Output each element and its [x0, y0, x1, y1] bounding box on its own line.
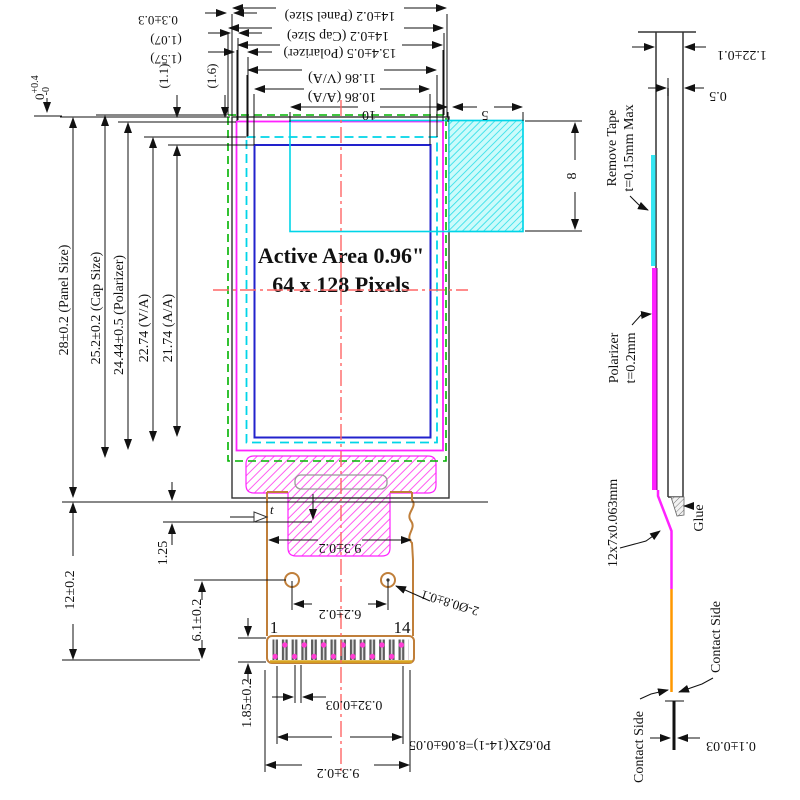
- pin-number-1: 1: [270, 618, 279, 637]
- side-remove-tape-strip: [651, 155, 656, 266]
- dim-pin-width: 0.32±0.03: [326, 697, 383, 712]
- dim-ref-gap-4: (1.6): [204, 64, 219, 89]
- contact-side-right-label: Contact Side: [709, 601, 724, 673]
- dim-hole-to-edge: 6.1±0.2: [190, 599, 205, 642]
- remove-tape-line2: t=0.15mm Max: [622, 104, 637, 191]
- side-view: 1.22±0.1 0.5 0.1±0.03 Remove Tape t=0.15…: [605, 31, 767, 783]
- pin-number-14: 14: [394, 618, 412, 637]
- polarizer-line2: t=0.2mm: [624, 332, 639, 383]
- dim-panel-height: 28±0.2 (Panel Size): [57, 244, 72, 355]
- aa-outline-rect: [253, 144, 432, 439]
- tab-height-dimension: [525, 120, 582, 232]
- side-glass-section: [638, 31, 696, 498]
- dim-flex-width-top: 9.3±0.2: [319, 540, 362, 555]
- dim-thickness-ref: t: [270, 502, 274, 517]
- dim-aa-width: 10.86 (A/A): [307, 89, 376, 104]
- dim-polarizer-width: 13.4±0.5 (Polarizer): [283, 45, 396, 60]
- dim-ref-gap-1: (1.07): [150, 33, 181, 48]
- top-dimension-labels: 14±0.2 (Panel Size) 14±0.2 (Cap Size) 13…: [30, 8, 489, 122]
- tape-size-label: 12x7x0.063mm: [606, 479, 621, 567]
- dim-panel-width: 14±0.2 (Panel Size): [284, 8, 395, 23]
- side-polarizer-strip: [652, 268, 657, 490]
- dim-edge-offset: 0.3±0.3: [138, 13, 178, 28]
- dim-cap-height: 25.2±0.2 (Cap Size): [89, 251, 104, 364]
- dim-flex-length: 12±0.2: [63, 570, 78, 609]
- dim-thickness-total: 1.22±0.1: [717, 47, 767, 62]
- dim-pin-height: 1.85±0.2: [240, 678, 255, 728]
- dim-va-width: 11.86 (V/A): [308, 70, 376, 85]
- contact-side-left-label: Contact Side: [632, 711, 647, 783]
- front-view: Active Area 0.96" 64 x 128 Pixels 14±0.2…: [30, 3, 582, 780]
- dim-glass-thickness: 0.5: [709, 88, 727, 103]
- dim-tape-width: 10: [362, 107, 376, 122]
- bottom-dimension-lines: [264, 536, 431, 772]
- dim-ref-gap-2: (1.57): [150, 52, 181, 67]
- mount-hole-right-center: [386, 578, 390, 582]
- dim-ledge: 1.25: [156, 541, 171, 566]
- side-glue-hatch: [670, 496, 685, 517]
- remove-tape-label: Remove Tape t=0.15mm Max: [605, 104, 637, 191]
- dim-polarizer-height: 24.44±0.5 (Polarizer): [112, 255, 127, 375]
- dim-top-offset: 0+0.4-0: [30, 75, 52, 100]
- tape-outline-rect: [289, 119, 524, 233]
- polarizer-label: Polarizer t=0.2mm: [607, 332, 639, 383]
- dim-aa-height: 21.74 (A/A): [161, 293, 176, 362]
- side-flex-magenta: [656, 490, 673, 589]
- thickness-ref-arrow: [253, 511, 269, 523]
- top-dimension-lines: [34, 3, 524, 145]
- polarizer-outline-rect: [235, 120, 444, 452]
- dim-va-height: 22.74 (V/A): [137, 293, 152, 362]
- dim-hole-pitch: 6.2±0.2: [319, 606, 362, 621]
- dim-tab-width: 5: [482, 107, 489, 122]
- left-dimension-labels: 28±0.2 (Panel Size) 25.2±0.2 (Cap Size) …: [57, 244, 176, 375]
- dim-ref-gap-3: (1.1): [156, 64, 171, 89]
- polarizer-line1: Polarizer: [607, 332, 622, 383]
- left-dimension-lines: [60, 114, 254, 498]
- dim-contact-thickness: 0.1±0.03: [706, 738, 756, 753]
- dim-tab-height: 8: [565, 173, 580, 180]
- tape-tab-hatch: [448, 119, 524, 233]
- remove-tape-line1: Remove Tape: [605, 110, 620, 187]
- dim-pin-pitch-total: P0.62X(14-1)=8.06±0.05: [409, 737, 551, 752]
- glue-label: Glue: [692, 504, 707, 531]
- dim-flex-width-bottom: 9.3±0.2: [317, 765, 360, 780]
- dim-cap-width: 14±0.2 (Cap Size): [287, 28, 390, 43]
- side-leader-lines: [619, 195, 714, 700]
- cap-outline-rect: [227, 114, 447, 462]
- bottom-left-dimension-lines: [62, 482, 488, 682]
- dim-hole-dia: 2-Ø0.8±0.1: [419, 587, 481, 619]
- side-dimension-lines: [632, 43, 706, 742]
